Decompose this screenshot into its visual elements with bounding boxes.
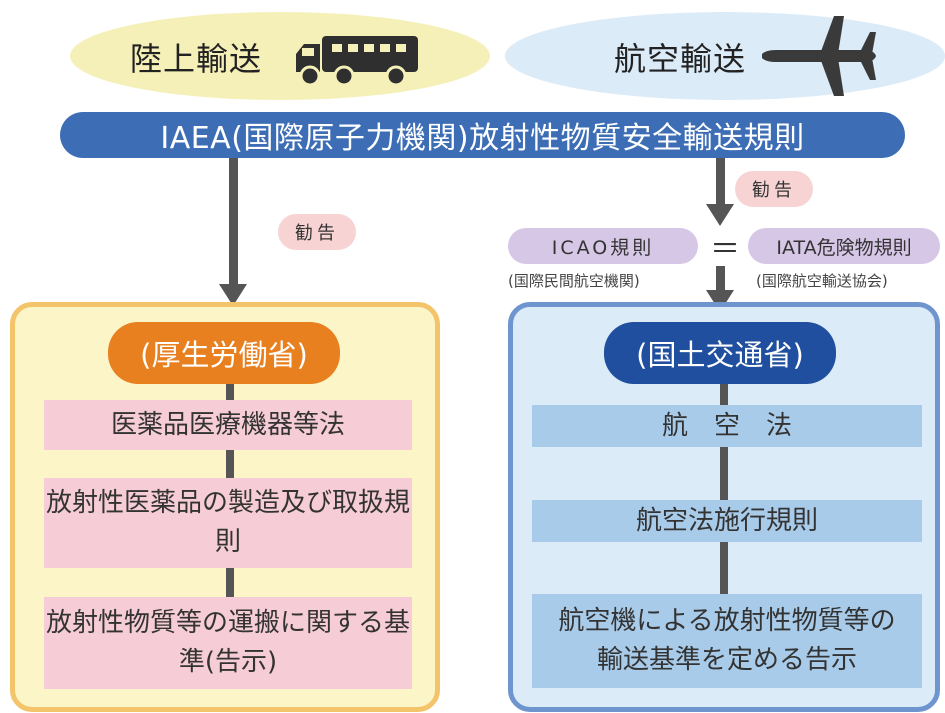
left-recommend-label: 勧告 xyxy=(278,214,356,250)
truck-icon xyxy=(296,36,418,87)
land-transport-title: 陸上輸送 xyxy=(130,40,263,78)
right-recommend-label: 勧告 xyxy=(735,171,813,207)
mhlw-ministry-label: (厚生労働省) xyxy=(108,322,340,384)
airplane-icon xyxy=(762,16,876,96)
iaea-regulation-banner: IAEA(国際原子力機関)放射性物質安全輸送規則 xyxy=(60,112,905,158)
right-arrow-line-upper xyxy=(716,158,725,208)
left-law-3: 放射性物質等の運搬に関する基準(告示) xyxy=(44,597,412,689)
right-law-3: 航空機による放射性物質等の輸送基準を定める告示 xyxy=(532,594,922,688)
left-arrow-line xyxy=(229,158,238,288)
iata-regulation-label: IATA危険物規則 xyxy=(748,228,940,264)
left-law-1: 医薬品医療機器等法 xyxy=(44,400,412,450)
right-law-1: 航 空 法 xyxy=(532,405,922,447)
icao-note: (国際民間航空機関) xyxy=(508,272,640,290)
left-arrow-head xyxy=(219,284,247,306)
right-arrow-line-lower xyxy=(716,266,725,296)
equals-sign: ＝ xyxy=(710,232,740,267)
right-arrow-head-upper xyxy=(706,204,734,226)
left-law-2: 放射性医薬品の製造及び取扱規則 xyxy=(44,478,412,568)
right-law-2: 航空法施行規則 xyxy=(532,500,922,542)
air-transport-title: 航空輸送 xyxy=(614,40,747,78)
iata-note: (国際航空輸送協会) xyxy=(756,272,888,290)
land-transport-ellipse xyxy=(70,12,490,100)
icao-regulation-label: ICAO規則 xyxy=(508,228,698,264)
mlit-ministry-label: (国土交通省) xyxy=(604,322,836,384)
